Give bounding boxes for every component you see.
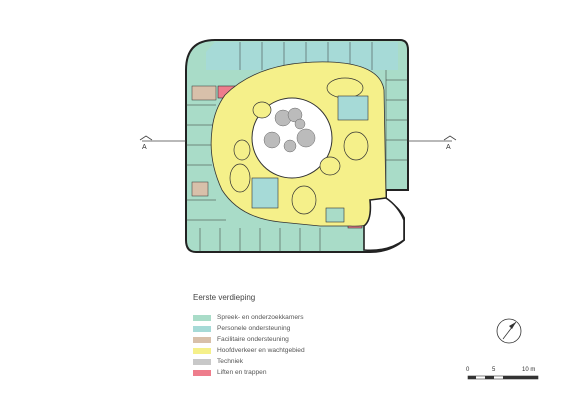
central-courtyard bbox=[251, 97, 333, 179]
legend-swatch bbox=[193, 314, 211, 321]
legend-swatch bbox=[193, 325, 211, 332]
waiting-pods bbox=[229, 77, 369, 215]
legend-label: Spreek- en onderzoekkamers bbox=[217, 314, 304, 321]
legend-label: Facilitaire ondersteuning bbox=[217, 336, 289, 343]
legend-item: Personele ondersteuning bbox=[193, 323, 305, 334]
lower-right-extension bbox=[363, 197, 405, 252]
section-marker-right: A bbox=[446, 144, 451, 151]
legend-swatch bbox=[193, 336, 211, 343]
legend-label: Liften en trappen bbox=[217, 369, 267, 376]
legend-item: Hoofdverkeer en wachtgebied bbox=[193, 345, 305, 356]
legend-item: Facilitaire ondersteuning bbox=[193, 334, 305, 345]
scale-label-10: 10 m bbox=[522, 367, 536, 373]
legend-label: Techniek bbox=[217, 358, 244, 365]
section-line-right bbox=[408, 135, 457, 142]
legend-swatch bbox=[193, 369, 211, 376]
section-marker-left: A bbox=[142, 144, 147, 151]
legend-label: Hoofdverkeer en wachtgebied bbox=[217, 347, 305, 354]
legend-swatch bbox=[193, 358, 211, 365]
legend-swatch bbox=[193, 347, 211, 354]
legend-item: Liften en trappen bbox=[193, 367, 305, 378]
floor-title: Eerste verdieping bbox=[193, 293, 256, 302]
legend: Spreek- en onderzoekkamers Personele ond… bbox=[193, 312, 305, 378]
legend-item: Spreek- en onderzoekkamers bbox=[193, 312, 305, 323]
legend-label: Personele ondersteuning bbox=[217, 325, 291, 332]
interior-room-clusters bbox=[251, 95, 369, 223]
scale-bar bbox=[467, 375, 539, 380]
scale-label-0: 0 bbox=[466, 367, 470, 373]
scale-label-5: 5 bbox=[492, 367, 496, 373]
legend-item: Techniek bbox=[193, 356, 305, 367]
section-line-left bbox=[139, 135, 186, 142]
north-arrow-icon bbox=[496, 318, 522, 344]
